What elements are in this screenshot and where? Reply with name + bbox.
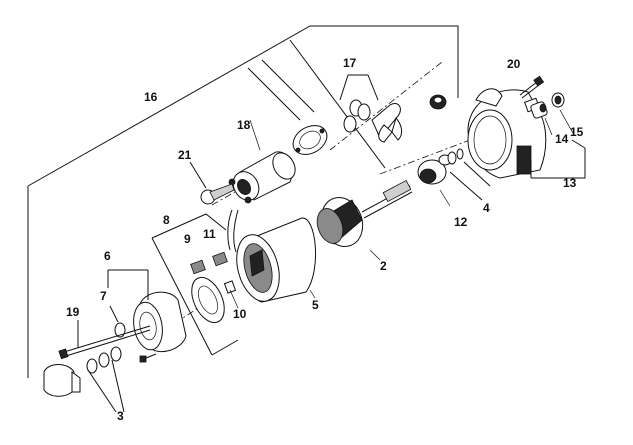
shift-lever-17 (339, 74, 403, 143)
label-11: 11 (203, 227, 216, 241)
label-10: 10 (233, 307, 247, 321)
drive-housing-13 (467, 88, 586, 179)
gasket-plate (292, 125, 328, 155)
through-bolt-19 (58, 320, 151, 360)
bushing-7 (109, 305, 126, 338)
bracket-8 (151, 213, 239, 356)
label-14: 14 (555, 132, 569, 146)
end-frame-6 (107, 269, 187, 352)
label-21: 21 (178, 148, 192, 162)
label-15: 15 (570, 125, 584, 139)
label-8: 8 (163, 213, 170, 227)
cap-15 (551, 92, 565, 108)
bolt-20 (519, 75, 545, 99)
end-cap (43, 364, 81, 397)
label-13: 13 (563, 176, 577, 190)
label-19: 19 (66, 305, 80, 319)
rings-4 (447, 148, 491, 201)
label-17: 17 (343, 56, 357, 70)
screw (139, 353, 157, 363)
label-12: 12 (454, 215, 468, 229)
brush-holder-10 (190, 209, 239, 324)
label-20: 20 (507, 57, 521, 71)
label-9: 9 (184, 232, 191, 246)
pinion-12 (417, 154, 452, 185)
armature-2 (316, 179, 413, 247)
label-16: 16 (144, 90, 158, 104)
bracket-16 (27, 25, 459, 378)
washers-3 (86, 346, 125, 413)
pivot-nut (429, 94, 447, 110)
solenoid-18 (228, 151, 296, 204)
label-7: 7 (100, 289, 107, 303)
label-2: 2 (380, 259, 387, 273)
label-6: 6 (104, 249, 111, 263)
bushing-14 (530, 101, 548, 119)
label-4: 4 (483, 201, 490, 215)
label-3: 3 (117, 409, 124, 423)
leader-lines (229, 119, 451, 309)
yoke-5 (236, 217, 317, 303)
label-18: 18 (237, 118, 251, 132)
label-5: 5 (312, 298, 319, 312)
plunger-21 (189, 161, 235, 205)
